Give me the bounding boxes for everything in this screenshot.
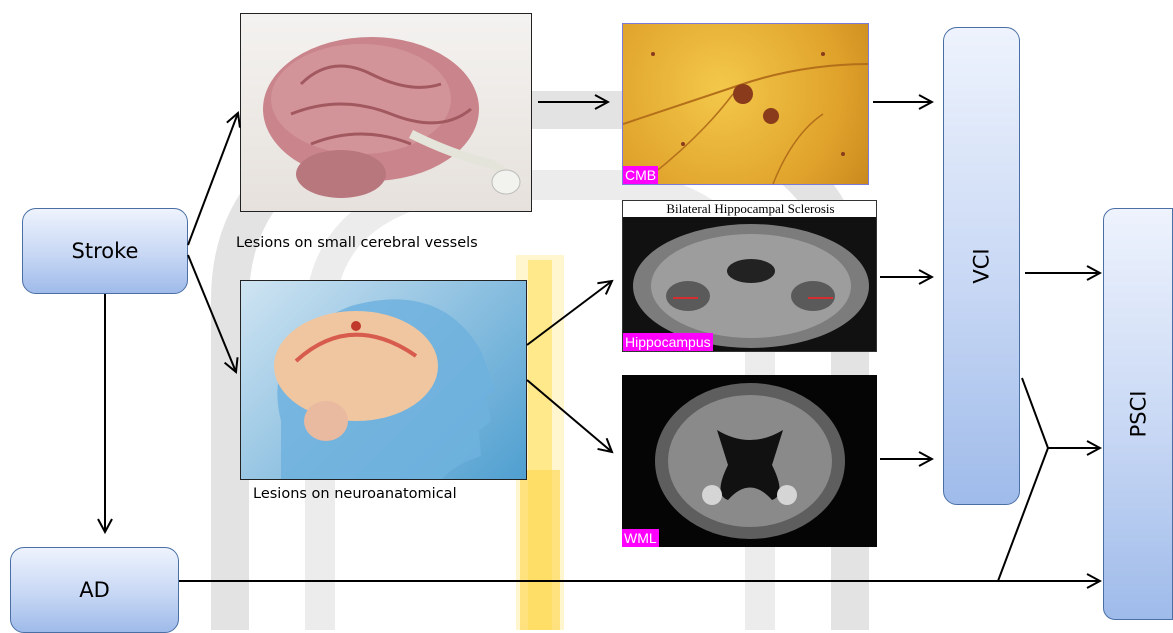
arrow-stroke-to-head bbox=[188, 255, 236, 372]
arrow-head-to-coronal bbox=[527, 281, 612, 345]
arrow-merge-branch bbox=[998, 378, 1048, 581]
arrow-stroke-to-brain bbox=[188, 113, 238, 245]
arrow-head-to-axial bbox=[527, 380, 612, 452]
